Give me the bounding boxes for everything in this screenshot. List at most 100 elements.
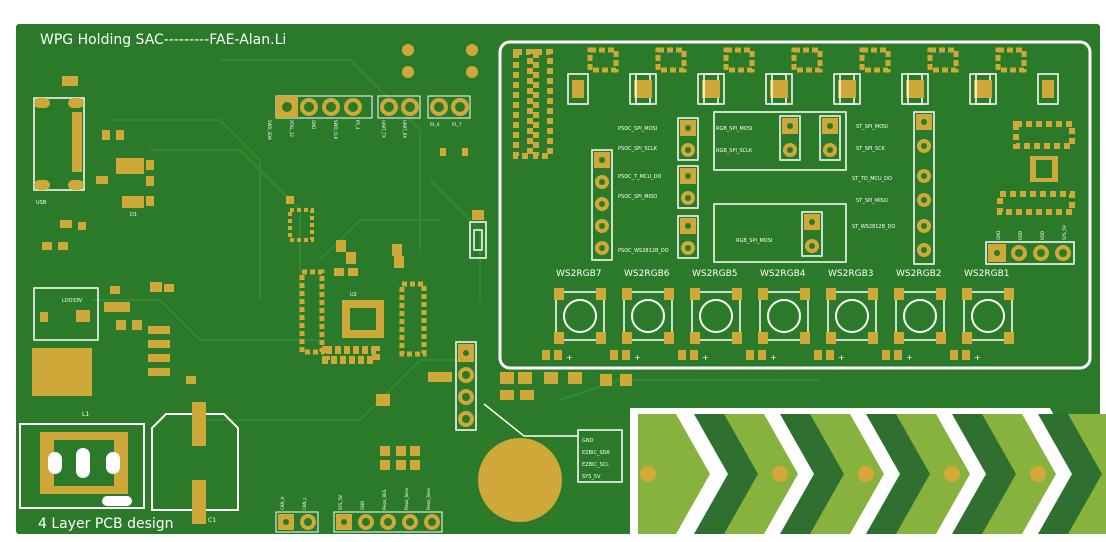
usb-connector: USB bbox=[33, 97, 85, 206]
rgb-spi-sclk-label: RGB_SPI_SCLK bbox=[716, 148, 753, 154]
rgb-power-header bbox=[985, 241, 1075, 265]
piezo-pin-1: SYS_5V bbox=[338, 495, 343, 510]
board-footer: 4 Layer PCB design bbox=[38, 516, 174, 532]
psoc-t-mcu-do-label: PSOC_T_MCU_DO bbox=[618, 174, 661, 180]
rgb-led bbox=[975, 47, 1059, 105]
header-top-pin-5: P5_4 bbox=[355, 120, 360, 130]
can-h-label: CAN_H bbox=[280, 496, 285, 510]
header-top-5pin bbox=[275, 95, 373, 119]
ldo-label: LDO33V bbox=[62, 298, 83, 304]
st-spi-miso-label: ST_SPI_MISO bbox=[856, 198, 888, 204]
p1-7-label: P1_7 bbox=[452, 122, 462, 127]
st-to-mcu-do-label: ST_TO_MCU_DO bbox=[852, 176, 892, 182]
tactile-button: + bbox=[746, 288, 810, 362]
debug-pin-gnd: GND bbox=[582, 438, 594, 444]
smd-cluster-center bbox=[286, 148, 468, 406]
button-label-rgb2: WS2RGB2 bbox=[896, 269, 941, 279]
svg-text:+: + bbox=[702, 353, 709, 362]
psoc-pin-pairs bbox=[677, 117, 699, 259]
tactile-button: + bbox=[678, 288, 742, 362]
large-pad-left bbox=[32, 348, 92, 396]
svg-text:+: + bbox=[838, 353, 845, 362]
piezo-buzzer bbox=[478, 438, 562, 522]
rgb-left-header bbox=[591, 149, 613, 261]
can-header bbox=[275, 511, 319, 533]
smd-cluster-bottom-center bbox=[380, 446, 420, 470]
cap-slider bbox=[630, 408, 1106, 540]
l1-label: L1 bbox=[82, 411, 89, 418]
power-pin-vdd1: VDD bbox=[1018, 231, 1023, 240]
rgb-spi-mosi-label: RGB_SPI_MOSI bbox=[716, 126, 752, 132]
psoc-spi-miso-label: PSOC_SPI_MISO bbox=[618, 194, 657, 200]
button-label-rgb1: WS2RGB1 bbox=[964, 269, 1009, 279]
capacitor-c1: C1 bbox=[151, 402, 239, 524]
button-label-rgb4: WS2RGB4 bbox=[760, 269, 806, 279]
st-spi-mosi-label: ST_SPI_MOSI bbox=[856, 124, 888, 130]
rgb-spi-mosi-lower-label: RGB_SPI_MOSI bbox=[736, 238, 772, 244]
piezo-header bbox=[333, 511, 443, 533]
st-ws2812b-do-label: ST_WS2812B_DO bbox=[852, 224, 895, 230]
smd-row-bottom bbox=[500, 372, 632, 400]
smd-cluster-left bbox=[42, 130, 154, 250]
header-uart bbox=[377, 95, 421, 119]
button-label-rgb7: WS2RGB7 bbox=[556, 269, 601, 279]
board-title: WPG Holding SAC---------FAE-Alan.Li bbox=[40, 32, 286, 48]
piezo-pin-5: Piezo_Sens bbox=[426, 488, 431, 510]
debug-pin-scl: EZBIC_SCL bbox=[582, 462, 609, 468]
rgb-center-box bbox=[713, 111, 847, 263]
uart-tx-label: UART_TX bbox=[381, 120, 386, 138]
header-top-pin-4: SWD_CLK bbox=[333, 120, 338, 140]
smd-strip-mid-left bbox=[104, 282, 196, 384]
piezo-pin-3: Piezo_RES bbox=[382, 489, 387, 510]
rgb-right-header bbox=[913, 111, 935, 265]
pad-c7 bbox=[62, 76, 78, 86]
power-pin-vdd2: VDD bbox=[1040, 231, 1045, 240]
can-l-label: CAN_L bbox=[302, 496, 307, 510]
debug-pin-sda: EZBIC_SDA bbox=[582, 450, 610, 456]
mounting-vias bbox=[402, 44, 478, 78]
uart-rx-label: UART_RX bbox=[402, 120, 407, 138]
rgb-subboard bbox=[498, 40, 1092, 370]
ldo-regulator: LDO33V bbox=[33, 287, 99, 341]
tactile-button: + bbox=[542, 288, 606, 362]
button-label-rgb3: WS2RGB3 bbox=[828, 269, 873, 279]
svg-text:+: + bbox=[634, 353, 641, 362]
power-pin-5v: SYS_5V bbox=[1062, 225, 1067, 240]
debug-label-box: GND EZBIC_SDA EZBIC_SCL SYS_5V bbox=[577, 429, 623, 483]
svg-text:+: + bbox=[566, 353, 573, 362]
header-p1 bbox=[427, 95, 471, 119]
button-label-rgb6: WS2RGB6 bbox=[624, 269, 670, 279]
tactile-button: + bbox=[950, 288, 1014, 362]
header-top-pin-3: GND bbox=[311, 120, 316, 129]
right-chip-cluster bbox=[997, 121, 1075, 215]
trace-pattern bbox=[90, 59, 820, 421]
usb-label: USB bbox=[36, 200, 47, 206]
mcu-chip: U2 bbox=[299, 269, 427, 357]
svg-text:+: + bbox=[906, 353, 913, 362]
tactile-button: + bbox=[882, 288, 946, 362]
debug-header bbox=[455, 341, 578, 437]
c1-label: C1 bbox=[208, 517, 216, 524]
header-top-pin-1: SWD_SDA bbox=[267, 120, 272, 140]
rgb-led bbox=[771, 47, 855, 105]
button-row: + + + + + + + bbox=[542, 288, 1014, 362]
led-row bbox=[567, 47, 1059, 105]
d1-label: D1 bbox=[130, 212, 137, 218]
button-labels: WS2RGB7 WS2RGB6 WS2RGB5 WS2RGB4 WS2RGB3 … bbox=[556, 269, 1009, 279]
tactile-button: + bbox=[814, 288, 878, 362]
svg-text:+: + bbox=[770, 353, 777, 362]
piezo-pin-2: GND bbox=[360, 501, 365, 510]
power-pin-gnd: GND bbox=[996, 231, 1001, 240]
debug-pin-5v: SYS_5V bbox=[582, 474, 601, 480]
header-top-pin-2: XTAL_32 bbox=[289, 120, 294, 137]
psoc-spi-mosi-label: PSOC_SPI_MOSI bbox=[618, 126, 657, 132]
button-label-rgb5: WS2RGB5 bbox=[692, 269, 737, 279]
st-spi-sck-label: ST_SPI_SCK bbox=[856, 146, 886, 152]
psoc-ws2812b-do-label: PSOC_WS2812B_DO bbox=[618, 248, 669, 254]
tactile-button: + bbox=[610, 288, 674, 362]
svg-text:+: + bbox=[974, 353, 981, 362]
p1-6-label: P1_6 bbox=[430, 122, 440, 127]
inductor-l1: L1 bbox=[19, 411, 145, 509]
crystal-pads bbox=[469, 210, 487, 259]
